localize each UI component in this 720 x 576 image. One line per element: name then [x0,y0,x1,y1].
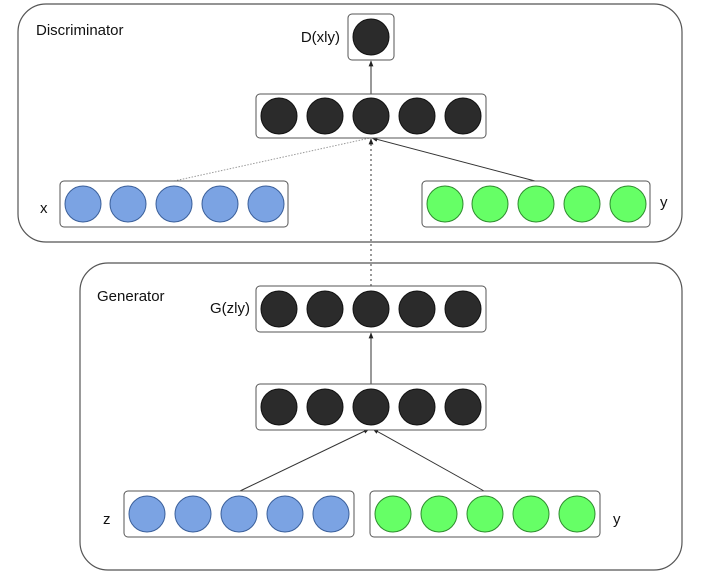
g-y-input-node [558,495,596,533]
z-input-node [266,495,304,533]
g-y-input-node [374,495,412,533]
z-input-node [312,495,350,533]
d-hidden-node [398,97,436,135]
discriminator-box [17,3,683,243]
g-output-node [352,290,390,328]
g-output-node [306,290,344,328]
z-label: z [103,511,111,528]
x-input-node [64,185,102,223]
z-input-node [174,495,212,533]
g-y-nodes [374,495,596,533]
g-output-node [398,290,436,328]
g-output-node [444,290,482,328]
generator-title: Generator [97,288,165,305]
d-hidden-node [352,97,390,135]
d-hidden-node [306,97,344,135]
g-hidden-nodes [260,388,482,426]
x-input-node [109,185,147,223]
g-y-input-node [466,495,504,533]
g-output-nodes [260,290,482,328]
g-hidden-node [444,388,482,426]
d-output-label: D(xly) [301,29,340,46]
x-input-node [201,185,239,223]
y-to-hidden-connector [371,137,536,182]
d-x-nodes [64,185,285,223]
g-hidden-node [352,388,390,426]
g-hidden-node [306,388,344,426]
g-output-node [260,290,298,328]
y-input-node [426,185,464,223]
g-y-label: y [613,511,621,528]
x-input-node [247,185,285,223]
d-hidden-node [260,97,298,135]
y-input-node [471,185,509,223]
d-y-nodes [426,185,647,223]
x-label: x [40,200,48,217]
gy-to-g-hidden-connector [372,428,485,492]
x-to-hidden-connector [173,137,371,182]
z-to-g-hidden-connector [239,428,370,492]
d-hidden-node [444,97,482,135]
g-hidden-node [260,388,298,426]
g-hidden-node [398,388,436,426]
g-output-label: G(zly) [210,300,250,317]
g-z-nodes [128,495,350,533]
generator-box [79,262,683,571]
y-input-node [563,185,601,223]
g-y-input-node [512,495,550,533]
y-input-node [609,185,647,223]
z-input-node [220,495,258,533]
g-y-input-node [420,495,458,533]
d-hidden-nodes [260,97,482,135]
z-input-node [128,495,166,533]
d-y-label: y [660,194,668,211]
y-input-node [517,185,555,223]
d-output-node [352,18,390,56]
discriminator-title: Discriminator [36,22,124,39]
x-input-node [155,185,193,223]
